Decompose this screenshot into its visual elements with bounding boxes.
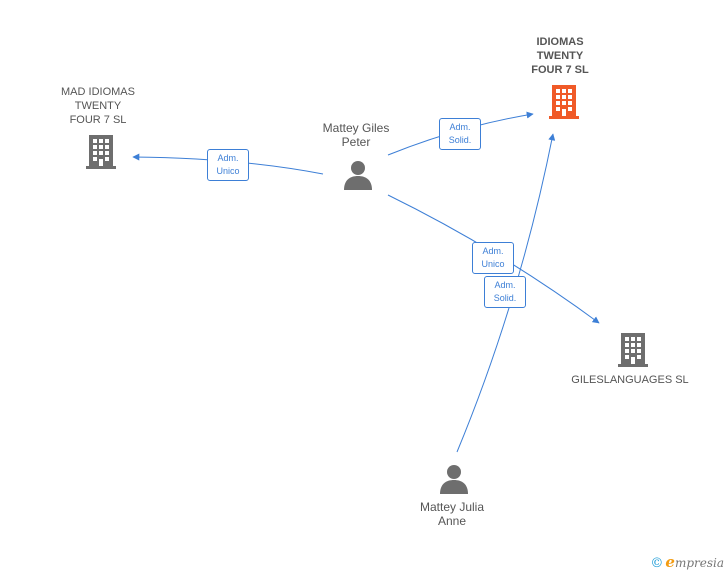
building-icon[interactable] <box>618 333 648 367</box>
brand-name: mpresia <box>674 556 724 570</box>
empresia-logo: ©empresia <box>650 553 724 571</box>
edge-label-adm-unico-mad: Adm. Unico <box>207 149 249 181</box>
node-label-mad-idiomas[interactable]: MAD IDIOMAS TWENTY FOUR 7 SL <box>61 86 135 126</box>
brand-initial: e <box>665 553 675 571</box>
node-label-idiomas-twenty[interactable]: IDIOMAS TWENTY FOUR 7 SL <box>531 36 589 76</box>
node-label-gileslanguages[interactable]: GILESLANGUAGES SL <box>571 374 689 386</box>
person-icon[interactable] <box>344 161 372 190</box>
node-label-mattey-julia[interactable]: Mattey Julia Anne <box>419 500 485 528</box>
edge-label-adm-solid-julia: Adm. Solid. <box>484 276 526 308</box>
building-icon[interactable] <box>86 135 116 169</box>
edge-label-adm-unico-giles: Adm. Unico <box>472 242 514 274</box>
edge-label-adm-solid-idiomas: Adm. Solid. <box>439 118 481 150</box>
building-icon[interactable] <box>549 85 579 119</box>
person-icon[interactable] <box>440 465 468 494</box>
copyright-icon: © <box>650 556 664 571</box>
node-label-mattey-giles[interactable]: Mattey Giles Peter <box>322 121 390 149</box>
